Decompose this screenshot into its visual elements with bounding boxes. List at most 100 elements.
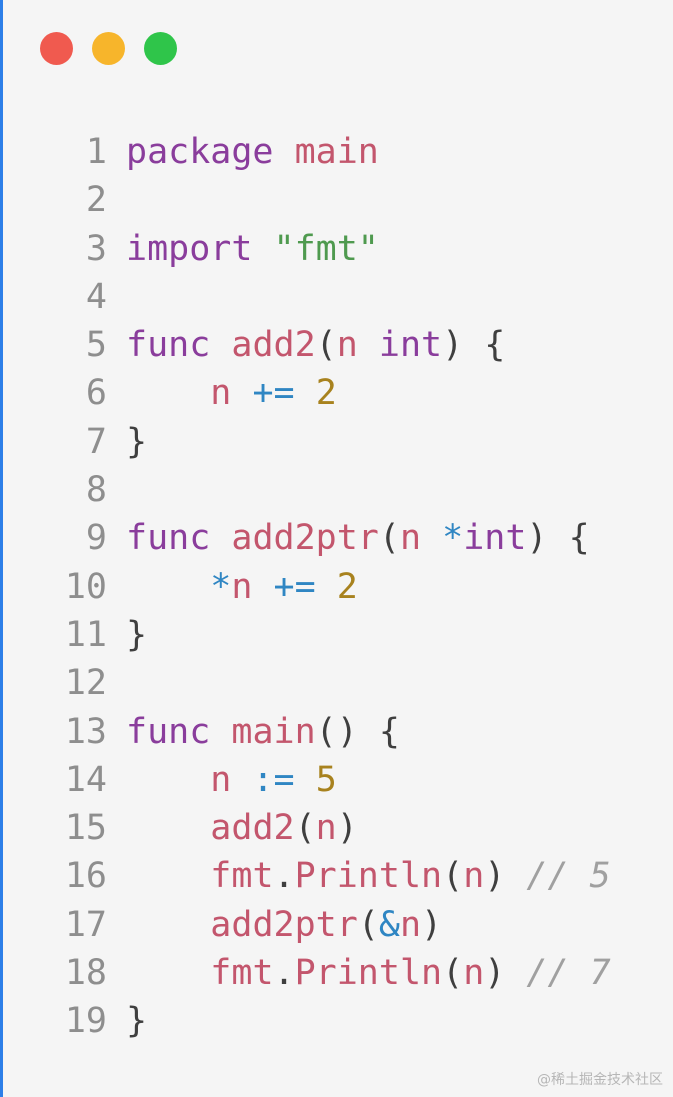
- code-line: 15 add2(n): [63, 804, 611, 852]
- line-number: 10: [64, 566, 107, 607]
- line-number: 5: [85, 325, 107, 366]
- line-number: 8: [85, 470, 107, 511]
- close-button[interactable]: [40, 32, 73, 65]
- code-token: [316, 567, 337, 607]
- code-token: [126, 760, 210, 800]
- line-number: 17: [64, 904, 107, 945]
- code-token: ) {: [526, 518, 590, 559]
- line-number: 14: [64, 759, 107, 800]
- code-token: ): [421, 904, 443, 945]
- code-token: [126, 856, 210, 896]
- code-token: ): [484, 953, 506, 994]
- code-line: 14 n := 5: [63, 756, 611, 804]
- code-token: (: [442, 953, 464, 994]
- code-token: [126, 373, 210, 413]
- code-token: *: [210, 566, 232, 607]
- code-token: [210, 712, 231, 752]
- code-token: n: [210, 759, 232, 800]
- code-token: n: [399, 518, 422, 559]
- code-token: 2: [315, 373, 337, 414]
- line-number: 9: [85, 518, 107, 559]
- code-token: () {: [315, 711, 400, 752]
- code-token: [295, 373, 316, 413]
- code-token: ) {: [442, 325, 506, 366]
- code-token: 2: [336, 566, 358, 607]
- code-token: fmt: [210, 953, 274, 994]
- code-token: [421, 518, 442, 558]
- code-token: int: [463, 518, 527, 559]
- code-token: [295, 760, 316, 800]
- code-token: [231, 373, 252, 413]
- code-line: 17 add2ptr(&n): [63, 901, 611, 949]
- code-token: [274, 132, 295, 172]
- code-token: main: [231, 711, 316, 752]
- line-number: 12: [64, 663, 107, 704]
- code-token: (: [378, 518, 400, 559]
- code-token: main: [294, 132, 379, 172]
- line-number: 3: [85, 228, 107, 269]
- code-line: 11}: [63, 611, 611, 659]
- code-token: func: [126, 518, 211, 559]
- code-token: (: [315, 325, 337, 366]
- code-line: 12: [63, 659, 611, 707]
- code-token: n: [463, 953, 485, 994]
- code-token: [210, 518, 231, 558]
- code-token: add2: [210, 808, 295, 849]
- code-token: [126, 808, 210, 848]
- line-number: 11: [64, 614, 107, 655]
- code-token: Println: [294, 856, 443, 897]
- code-token: fmt: [210, 856, 274, 897]
- line-number: 2: [85, 180, 107, 221]
- line-number: 15: [64, 808, 107, 849]
- code-token: (: [442, 856, 464, 897]
- code-token: [126, 567, 210, 607]
- line-number: 4: [85, 276, 107, 317]
- code-line: 18 fmt.Println(n) // 7: [63, 949, 611, 997]
- code-line: 16 fmt.Println(n) // 5: [63, 852, 611, 900]
- code-token: *: [442, 518, 464, 559]
- code-token: // 7: [526, 953, 611, 994]
- code-line: 4: [63, 273, 611, 321]
- code-token: [358, 325, 379, 365]
- code-token: add2ptr: [231, 518, 379, 559]
- maximize-button[interactable]: [144, 32, 177, 65]
- line-number: 18: [64, 953, 107, 994]
- code-line: 6 n += 2: [63, 369, 611, 417]
- line-number: 6: [85, 373, 107, 414]
- code-token: n: [231, 566, 253, 607]
- code-token: [252, 567, 273, 607]
- code-token: func: [126, 325, 211, 366]
- code-line: 10 *n += 2: [63, 563, 611, 611]
- code-token: n: [315, 808, 337, 849]
- code-token: func: [126, 711, 211, 752]
- code-line: 13 func main() {: [63, 708, 611, 756]
- code-line: 2: [63, 176, 611, 224]
- code-token: ): [484, 856, 506, 897]
- watermark: @稀土掘金技术社区: [537, 1072, 663, 1088]
- code-token: [231, 760, 252, 800]
- line-number: 1: [85, 132, 107, 172]
- code-token: .: [273, 953, 295, 994]
- code-token: }: [126, 614, 148, 655]
- code-token: [210, 325, 231, 365]
- code-token: [252, 229, 273, 269]
- code-token: n: [463, 856, 485, 897]
- code-token: +=: [252, 373, 295, 414]
- code-token: n: [399, 904, 422, 945]
- code-token: :=: [252, 759, 295, 800]
- line-number: 13: [64, 711, 107, 752]
- code-token: n: [336, 325, 358, 366]
- minimize-button[interactable]: [92, 32, 125, 65]
- code-token: add2: [231, 325, 316, 366]
- code-token: // 5: [526, 856, 611, 897]
- code-token: import: [126, 228, 253, 269]
- code-line: 9 func add2ptr(n *int) {: [63, 514, 611, 562]
- code-token: [505, 856, 526, 896]
- code-token: +=: [273, 566, 316, 607]
- code-token: "fmt": [273, 228, 379, 269]
- code-line: 19}: [63, 997, 611, 1045]
